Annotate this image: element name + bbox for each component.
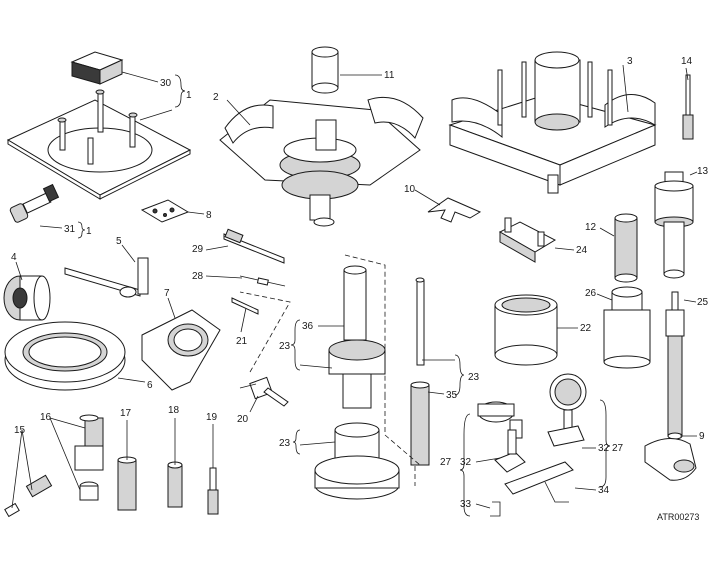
- label-27-right: 27: [612, 443, 624, 454]
- part-18-stud: [167, 461, 183, 508]
- part-7-splined-plate: [141, 309, 221, 391]
- label-30: 30: [160, 78, 172, 89]
- part-29-drift: [223, 228, 285, 264]
- label-19: 19: [206, 412, 218, 423]
- part-36-shaft: [343, 265, 367, 341]
- part-17-stud: [117, 456, 137, 511]
- part-24-bracket: [498, 217, 557, 263]
- label-26: 26: [585, 288, 597, 299]
- label-25: 25: [697, 297, 709, 308]
- part-15-studs: [4, 474, 53, 518]
- label-24: 24: [576, 245, 588, 256]
- label-31: 31: [64, 224, 76, 235]
- label-10: 10: [404, 184, 416, 195]
- part-19-stud: [207, 467, 219, 515]
- label-32-left: 32: [460, 457, 472, 468]
- label-11: 11: [384, 70, 395, 81]
- label-16: 16: [40, 412, 52, 423]
- label-23-right: 23: [468, 372, 480, 383]
- part-2-support-frame: [219, 96, 424, 227]
- label-18: 18: [168, 405, 180, 416]
- part-20-puller: [239, 376, 289, 407]
- label-4: 4: [11, 252, 17, 263]
- part-8-plate: [140, 199, 190, 223]
- part-1-base-plate: [6, 89, 192, 200]
- part-23-lower-sleeve: [314, 422, 400, 500]
- label-15: 15: [14, 425, 26, 436]
- part-6-gear-ring: [4, 321, 126, 391]
- assembly-dashed-lines: [344, 254, 421, 486]
- reference-code: ATR00273: [657, 512, 699, 522]
- label-13: 13: [697, 166, 709, 177]
- label-7: 7: [164, 288, 170, 299]
- label-1: 1: [186, 90, 192, 101]
- part-21-pin: [231, 297, 259, 315]
- label-32-right: 32: [598, 443, 610, 454]
- label-20: 20: [237, 414, 249, 425]
- part-35-rod: [410, 277, 430, 466]
- label-22: 22: [580, 323, 592, 334]
- label-8: 8: [206, 210, 212, 221]
- label-14: 14: [681, 56, 693, 67]
- part-22-ring: [494, 294, 558, 366]
- label-23-lower: 23: [279, 438, 291, 449]
- label-21: 21: [236, 336, 248, 347]
- label-12: 12: [585, 222, 597, 233]
- part-12-sleeve: [614, 213, 638, 283]
- label-29: 29: [192, 244, 204, 255]
- part-33-hex-key: [490, 481, 569, 517]
- part-13-spindle: [654, 171, 694, 279]
- label-28: 28: [192, 271, 204, 282]
- part-34-arm: [504, 461, 574, 495]
- label-5: 5: [116, 236, 122, 247]
- part-9-cam: [644, 438, 697, 481]
- part-32-bracket-left: [494, 429, 526, 473]
- label-36: 36: [302, 321, 314, 332]
- label-9: 9: [699, 431, 705, 442]
- label-2: 2: [213, 92, 219, 103]
- label-23-upper: 23: [279, 341, 291, 352]
- leader-lines: [11, 64, 698, 517]
- part-10-clip: [427, 197, 482, 223]
- part-23-upper-sleeve: [328, 339, 386, 409]
- part-5-lever: [64, 257, 149, 298]
- part-30-block: [70, 51, 124, 85]
- part-31-adapter-pin: [9, 183, 60, 223]
- label-3: 3: [627, 56, 633, 67]
- part-3-fixture: [448, 51, 657, 194]
- part-4-coupling: [3, 275, 51, 321]
- label-33: 33: [460, 499, 472, 510]
- callout-labels: 30 1 31 1 8 2 11 3 14 13 10 24 12 25 26 …: [11, 56, 709, 510]
- part-32-bracket-right: [547, 425, 585, 447]
- label-17: 17: [120, 408, 132, 419]
- label-6: 6: [147, 380, 153, 391]
- part-25-threaded-rod: [665, 291, 685, 440]
- label-27-left: 27: [440, 457, 452, 468]
- part-16-sleeve: [74, 414, 104, 501]
- part-28-pin: [239, 275, 286, 287]
- part-14-bolt: [682, 74, 694, 140]
- part-26-bush: [603, 286, 651, 369]
- label-1-alt: 1: [86, 226, 92, 237]
- label-35: 35: [446, 390, 458, 401]
- part-27-gauge-right: [549, 373, 587, 435]
- part-11-cylinder: [311, 46, 339, 94]
- label-34: 34: [598, 485, 610, 496]
